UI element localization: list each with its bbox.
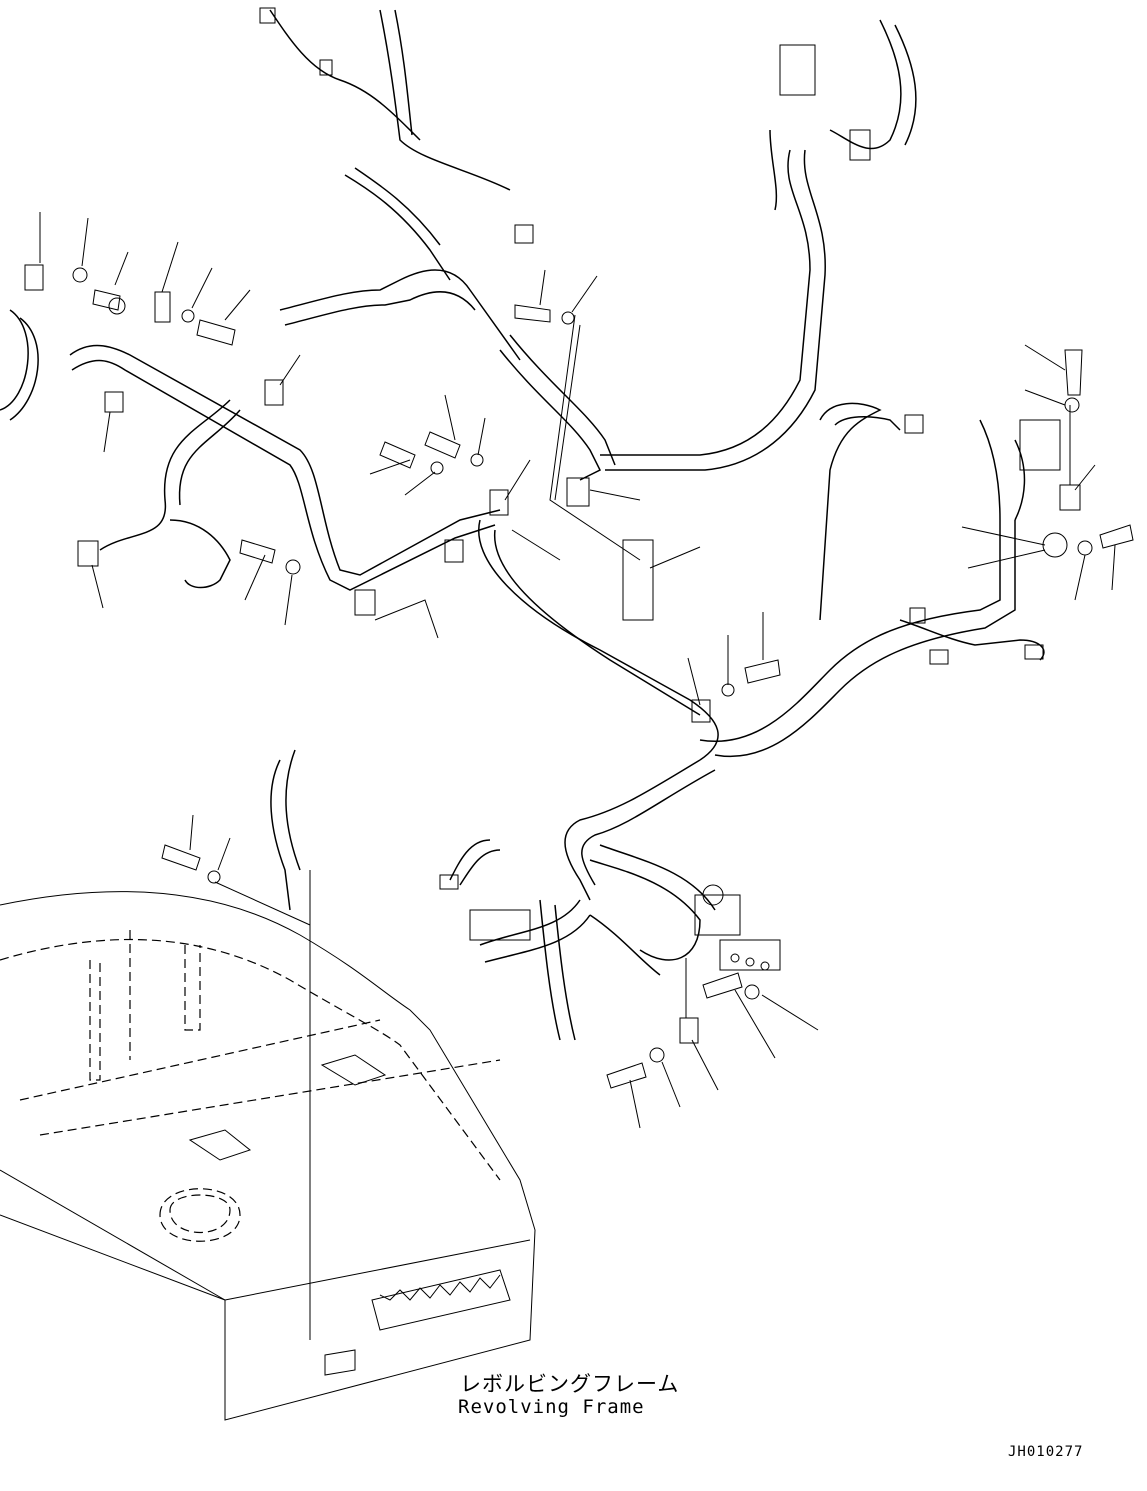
leader-lines (39, 212, 1116, 1340)
revolving-frame-label-en: Revolving Frame (458, 1396, 645, 1418)
clamps-and-brackets (24, 7, 1081, 1044)
revolving-frame-label-jp: レボルビングフレーム (460, 1372, 680, 1396)
revolving-frame-outline (0, 870, 536, 1421)
drawing-code: JH010277 (1008, 1444, 1084, 1460)
bolts-and-washers (72, 267, 1134, 1089)
main-harness (0, 9, 1045, 1041)
